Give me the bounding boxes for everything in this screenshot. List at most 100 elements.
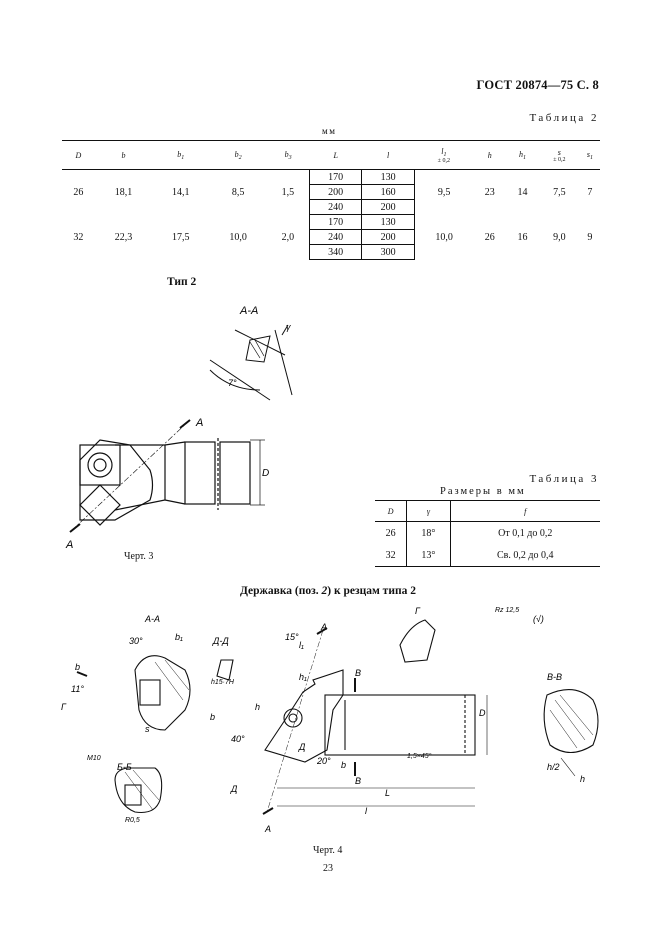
table2-cell: 1,5 [266,169,310,215]
table2-header: b2 [209,140,267,170]
table2-cell: 32 [73,231,84,243]
holder-section-title: Державка (поз. 2) к резцам типа 2 [240,585,416,597]
page-header: ГОСТ 20874—75 С. 8 [476,78,599,92]
table2-header: h1 [506,140,539,170]
fig4-label-aa: А-А [144,614,160,624]
fig4-label-b-main: b [341,760,346,770]
table2-cell: 170 [309,169,363,185]
fig4-label-check: (√) [533,614,544,624]
figure-4-drawing: А-А Д-Д Б-Б Г В-В Rz 12,5 (√) А А В В b … [61,606,599,834]
table3-cell: От 0,1 до 0,2 [498,527,553,539]
table2-cell: 130 [361,214,415,230]
fig4-label-g: Г [415,606,421,616]
fig4-label-a-top: А [320,622,327,632]
table3: D γ f 26 18° От 0,1 до 0,2 32 13° Св. 0,… [375,500,600,567]
fig4-label-l-lower: l [365,806,368,816]
table2-header: D [62,140,95,170]
fig4-label-20deg: 20° [316,756,331,766]
fig4-label-b1: b₁ [175,632,183,642]
table2-cell: 14,1 [172,186,190,198]
table2-cell: 26 [484,231,495,243]
table2-cell: 7 [587,186,593,198]
table2-cell: 10,0 [229,231,247,243]
fig4-label-b-right: b [210,712,215,722]
fig4-label-rz: Rz 12,5 [495,607,519,614]
table2-cell: 240 [309,229,363,245]
figure-3-drawing: А-А γ 7° D А А [65,305,293,551]
fig4-label-11deg: 11° [71,684,84,694]
fig4-label-a-bottom: А [264,824,271,834]
fig4-label-dd: Д-Д [212,636,229,646]
page-number: 23 [323,863,333,874]
table2-cell: 7,5 [553,186,566,198]
fig3-section-label: А-А [239,305,258,317]
table3-header-gamma: γ [406,500,451,522]
table2-cell: 14 [517,186,528,198]
table2-header: b [94,140,153,170]
fig4-label-15deg: 15° [285,632,299,642]
fig4-label-d-dim: D [479,708,486,718]
table3-cell: Св. 0,2 до 0,4 [450,544,600,567]
table2-header: s± 0,2 [538,140,580,170]
fig4-caption: Черт. 4 [313,845,343,856]
table2-cell: 2,0 [266,214,310,260]
table2-cell: 16 [517,231,528,243]
fig3-cut-a-bottom: А [65,539,73,551]
table2-header: L [309,140,362,170]
table2-cell: 300 [361,244,415,260]
table2-units: мм [322,126,337,136]
table3-header-f: f [450,500,600,522]
table3-cell: 13° [406,544,451,567]
fig4-label-v-bottom: В [355,776,361,786]
table2-cell: 9,0 [553,231,566,243]
table3-units: Размеры в мм [440,486,526,497]
fig4-label-h-left: h [255,702,260,712]
table-row: 32 13° Св. 0,2 до 0,4 [375,544,600,567]
table2-header: l [361,140,415,170]
table2-header: s1 [579,140,600,170]
table3-cell: 18° [406,521,451,544]
holder-title-pre: Державка (поз. [240,585,322,597]
table2-header: l1± 0,2 [414,140,474,170]
fig4-label-v-top: В [355,668,361,678]
fig4-label-l1: l₁ [299,640,304,650]
table2-cell: 9,5 [437,186,451,198]
table2-cell: 200 [361,199,415,215]
fig4-label-bb: Б-Б [117,762,132,772]
table2-cell: 18,1 [114,186,133,198]
table3-title: Таблица 3 [529,473,599,485]
table2-title: Таблица 2 [529,112,599,124]
table2-cell: 240 [309,199,363,215]
fig4-label-b-left: b [75,662,80,672]
fig3-angle-7-label: 7° [228,378,237,388]
fig4-label-h2: h/2 [547,762,560,772]
table2-cell: 200 [309,184,363,200]
table2-cell: 160 [361,184,415,200]
table2-cell: 26 [73,186,84,198]
table2-cell: 130 [361,169,415,185]
fig4-label-40deg: 40° [231,734,245,744]
fig4-label-g-left: Г [61,702,67,712]
table-row: 26 18° От 0,1 до 0,2 [375,521,600,544]
table2-header: b1 [152,140,210,170]
fig4-label-h45: h15·7H [211,679,235,686]
fig4-label-30deg: 30° [129,636,143,646]
holder-title-post: ) к резцам типа 2 [327,585,416,597]
fig4-label-d-low: Д [230,784,238,794]
fig3-dim-d: D [262,468,269,479]
table2-header: b3 [266,140,310,170]
fig4-label-h-right: h [580,774,585,784]
table2-cell: 8,5 [231,186,245,198]
fig3-caption: Черт. 3 [124,551,154,562]
fig4-label-d-main: Д [298,742,306,752]
table2-cell: 23 [484,186,495,198]
fig4-label-vv: В-В [547,672,562,682]
fig4-label-r05: R0,5 [125,817,140,824]
fig4-label-h1: h₁ [299,672,307,682]
fig3-gamma-label: γ [286,322,291,332]
type-label: Тип 2 [167,276,197,288]
